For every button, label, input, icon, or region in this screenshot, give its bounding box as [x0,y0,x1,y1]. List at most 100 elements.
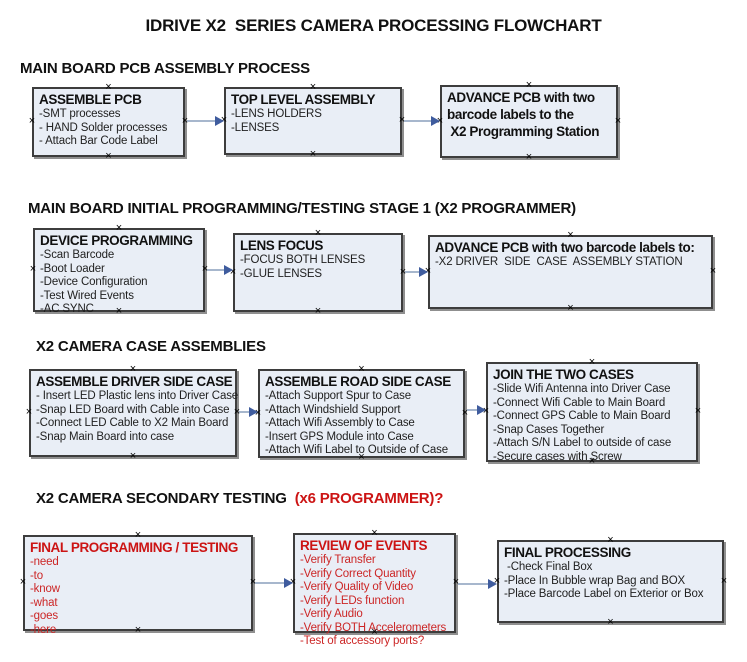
box-line: -Test of accessory ports? [300,635,425,647]
connection-handle-icon[interactable]: × [371,626,378,638]
connection-handle-icon[interactable]: × [233,406,241,418]
flow-box-device-programming[interactable]: DEVICE PROGRAMMING -Scan Barcode-Boot Lo… [30,223,208,317]
connection-handle-icon[interactable]: × [249,576,257,588]
connection-handle-icon[interactable]: × [614,114,622,127]
box-line: -Slide Wifi Antenna into Driver Case [493,383,671,395]
flow-box-final-processing[interactable]: FINAL PROCESSING -Check Final Box-Place … [494,535,727,628]
box-lines: -Attach Support Spur to Case-Attach Wind… [265,390,458,458]
connection-handle-icon[interactable]: × [314,305,322,317]
heading-red-text: (x6 PROGRAMMER)? [294,490,444,507]
connection-handle-icon[interactable]: × [398,114,406,126]
box-line: -Insert GPS Module into Case [265,430,414,443]
box-lines: -need-to-know-what-goes-here [30,556,246,637]
box-title: ASSEMBLE ROAD SIDE CASE [265,374,451,389]
connection-handle-icon[interactable]: × [220,114,228,126]
flow-box-advance-pcb-driver-side-station[interactable]: ADVANCE PCB with two barcode labels to: … [425,230,716,314]
box-line: -here [30,623,57,636]
flow-box-assemble-pcb[interactable]: ASSEMBLE PCB -SMT processes- HAND Solder… [29,82,188,162]
connector-arrow[interactable] [458,578,497,590]
section-heading-pcb-assembly: MAIN BOARD PCB ASSEMBLY PROCESS [20,60,310,77]
connection-handle-icon[interactable]: × [588,455,596,467]
flow-box-assemble-road-side-case[interactable]: ASSEMBLE ROAD SIDE CASE -Attach Support … [255,364,468,463]
box-line: -X2 DRIVER SIDE CASE ASSEMBLY STATION [435,256,683,268]
connection-handle-icon[interactable]: × [314,227,322,239]
connector-arrow[interactable] [255,577,293,589]
connection-handle-icon[interactable]: × [134,529,142,541]
connection-handle-icon[interactable]: × [371,527,378,539]
connection-handle-icon[interactable]: × [607,616,614,628]
flow-box-lens-focus[interactable]: LENS FOCUS -FOCUS BOTH LENSES-GLUE LENSE… [230,228,406,317]
connector-arrow[interactable] [467,404,486,416]
connection-handle-icon[interactable]: × [309,148,317,160]
box-line: -Device Configuration [40,276,148,288]
heading-text: X2 CAMERA CASE ASSEMBLIES [36,338,266,355]
connection-handle-icon[interactable]: × [461,406,469,419]
connector-arrow[interactable] [404,115,440,127]
connection-handle-icon[interactable]: × [525,151,533,163]
connection-handle-icon[interactable]: × [399,265,407,278]
connection-handle-icon[interactable]: × [482,405,490,417]
connection-handle-icon[interactable]: × [105,150,112,162]
connection-handle-icon[interactable]: × [129,363,137,375]
box-lines: -Slide Wifi Antenna into Driver Case-Con… [493,383,691,464]
box-title: ADVANCE PCB with two barcode labels to t… [447,90,600,139]
connection-handle-icon[interactable]: × [28,115,36,127]
flow-box-assemble-driver-side-case[interactable]: ASSEMBLE DRIVER SIDE CASE - Insert LED P… [26,364,240,462]
box-lines: -SMT processes- HAND Solder processes- A… [39,108,178,149]
flow-box-top-level-assembly[interactable]: TOP LEVEL ASSEMBLY -LENS HOLDERS-LENSES … [221,82,405,160]
connection-handle-icon[interactable]: × [588,356,596,368]
box-line: -Verify Correct Quantity [300,567,416,580]
connection-handle-icon[interactable]: × [567,302,574,314]
box-title: FINAL PROCESSING [504,545,631,560]
connection-handle-icon[interactable]: × [452,576,460,588]
connector-arrow[interactable] [405,266,428,278]
connection-handle-icon[interactable]: × [229,265,237,278]
connector-arrow[interactable] [207,264,233,276]
flow-box-advance-pcb-programming-station[interactable]: ADVANCE PCB with two barcode labels to t… [437,80,621,163]
flow-box-review-of-events[interactable]: REVIEW OF EVENTS -Verify Transfer-Verify… [290,528,459,648]
heading-text: MAIN BOARD PCB ASSEMBLY PROCESS [20,60,310,77]
section-heading-case-assemblies: X2 CAMERA CASE ASSEMBLIES [36,338,266,355]
box-title: ASSEMBLE PCB [39,92,142,107]
connection-handle-icon[interactable]: × [105,81,112,93]
connection-handle-icon[interactable]: × [436,114,444,127]
connection-handle-icon[interactable]: × [254,406,262,419]
box-line: -to [30,569,43,582]
connection-handle-icon[interactable]: × [19,576,27,588]
flow-box-final-programming-testing[interactable]: FINAL PROGRAMMING / TESTING -need-to-kno… [20,530,256,636]
connection-handle-icon[interactable]: × [201,263,209,275]
connection-handle-icon[interactable]: × [25,406,33,418]
box-lines: - Insert LED Plastic lens into Driver Ca… [36,390,238,444]
connection-handle-icon[interactable]: × [607,534,614,546]
box-line: -Connect Wifi Cable to Main Board [493,396,666,409]
heading-text: MAIN BOARD INITIAL PROGRAMMING/TESTING S… [28,200,576,217]
connector-arrow[interactable] [187,115,224,127]
connection-handle-icon[interactable]: × [567,229,574,241]
box-line: -Connect GPS Cable to Main Board [493,410,671,422]
box-line: -Attach Wifi Assembly to Case [265,417,415,429]
connection-handle-icon[interactable]: × [115,222,123,234]
box-lines: -Scan Barcode-Boot Loader-Device Configu… [40,249,198,317]
connection-handle-icon[interactable]: × [709,265,717,277]
connection-handle-icon[interactable]: × [358,363,365,375]
connection-handle-icon[interactable]: × [525,79,533,91]
flow-box-join-the-two-cases[interactable]: JOIN THE TWO CASES -Slide Wifi Antenna i… [483,357,701,467]
connection-handle-icon[interactable]: × [134,624,142,636]
connection-handle-icon[interactable]: × [129,450,137,462]
box-line: - HAND Solder processes [39,121,168,134]
box-line: -Attach S/N Label to outside of case [493,437,672,449]
connection-handle-icon[interactable]: × [181,115,189,127]
connector-arrow[interactable] [239,406,258,418]
connection-handle-icon[interactable]: × [358,451,365,463]
connection-handle-icon[interactable]: × [493,574,501,587]
box-line: -Verify LEDs function [300,594,405,607]
box-title: ASSEMBLE DRIVER SIDE CASE [36,374,233,389]
connection-handle-icon[interactable]: × [289,576,297,588]
connection-handle-icon[interactable]: × [309,81,317,93]
connection-handle-icon[interactable]: × [720,574,728,587]
connection-handle-icon[interactable]: × [29,263,37,275]
box-line: -FOCUS BOTH LENSES [240,254,366,266]
connection-handle-icon[interactable]: × [424,265,432,277]
connection-handle-icon[interactable]: × [694,405,702,417]
connection-handle-icon[interactable]: × [115,305,123,317]
